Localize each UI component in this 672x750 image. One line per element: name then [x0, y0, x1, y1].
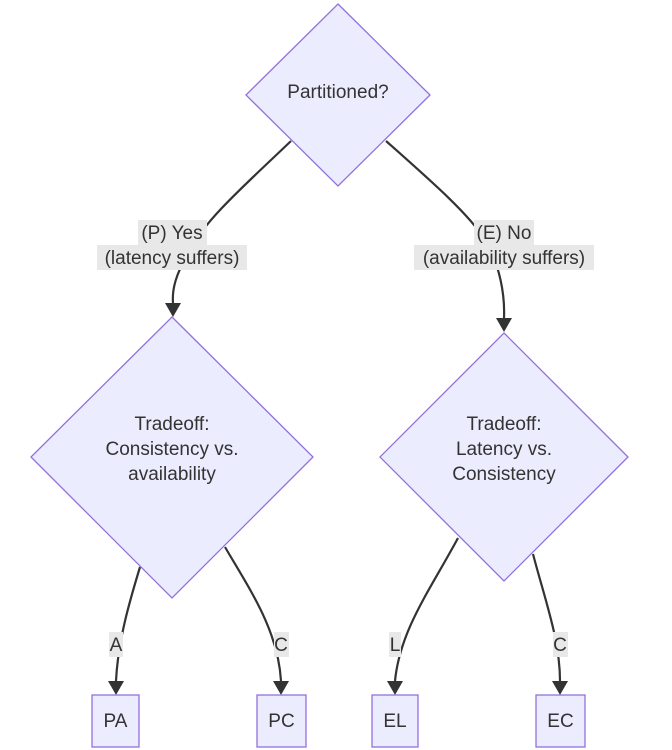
edge-label-bg: [274, 632, 289, 657]
edge-label-bg: [109, 632, 123, 657]
nodes: Partitioned? Tradeoff: Consistency vs. a…: [30, 3, 629, 748]
edge-label-bg: [138, 220, 207, 245]
edge-label-a: A: [109, 632, 123, 657]
edge-label-yes: (P) Yes (latency suffers): [97, 220, 247, 270]
node-el[interactable]: EL: [371, 694, 419, 748]
node-ec[interactable]: EC: [535, 694, 586, 748]
node-label: EL: [383, 711, 406, 732]
edge-label-c-left: C: [274, 632, 289, 657]
node-label: Latency vs.: [456, 439, 552, 460]
edge-label-line: (latency suffers): [105, 248, 240, 269]
edge-label-bg: [553, 632, 568, 657]
edge-labels: (P) Yes (latency suffers) (E) No (availa…: [97, 220, 594, 657]
decision-diamond: [245, 3, 431, 187]
edge-label-c-right: C: [553, 632, 568, 657]
node-label: PA: [104, 711, 128, 732]
node-label: Consistency vs.: [105, 439, 238, 460]
edge-label-bg: [389, 632, 401, 657]
decision-diamond: [379, 332, 629, 582]
edge-label-line: C: [274, 635, 288, 656]
outcome-box: [256, 694, 307, 748]
edge-line: [114, 566, 142, 682]
edge-label-line: (P) Yes: [141, 223, 202, 244]
edge-label-line: C: [553, 635, 567, 656]
outcome-box: [535, 694, 586, 748]
edge-line: [531, 553, 562, 682]
edge-right-tradeoff-to-el: [387, 537, 459, 695]
node-label: Partitioned?: [287, 82, 388, 103]
node-label: Tradeoff:: [135, 414, 210, 435]
edge-label-line: (E) No: [477, 223, 532, 244]
node-label: PC: [268, 711, 294, 732]
node-label: Tradeoff:: [467, 414, 542, 435]
edge-label-line: (availability suffers): [423, 248, 585, 269]
edge-line: [393, 537, 459, 682]
arrow-head: [552, 681, 568, 695]
node-label: Consistency: [452, 464, 556, 485]
decision-diamond: [30, 316, 314, 599]
edge-label-line: A: [110, 635, 123, 656]
node-label: availability: [128, 464, 216, 485]
edge-label-no: (E) No (availability suffers): [414, 220, 594, 270]
outcome-box: [371, 694, 419, 748]
node-pc[interactable]: PC: [256, 694, 307, 748]
arrow-head: [108, 681, 124, 695]
node-tradeoff-consistency-availability[interactable]: Tradeoff: Consistency vs. availability: [30, 316, 314, 599]
edge-label-bg: [97, 245, 247, 270]
edge-line: [224, 546, 283, 682]
edge-label-line: L: [390, 635, 401, 656]
arrow-head: [496, 318, 512, 332]
arrow-head: [273, 681, 289, 695]
edge-label-bg: [474, 220, 534, 245]
edge-label-l: L: [389, 632, 401, 657]
edge-left-tradeoff-to-pa: [108, 566, 142, 695]
node-pa[interactable]: PA: [91, 694, 140, 748]
node-label: EC: [547, 711, 573, 732]
edge-left-tradeoff-to-pc: [224, 546, 289, 695]
arrow-head: [165, 303, 181, 317]
edge-label-bg: [414, 245, 594, 270]
edge-right-tradeoff-to-ec: [531, 553, 568, 695]
node-tradeoff-latency-consistency[interactable]: Tradeoff: Latency vs. Consistency: [379, 332, 629, 582]
arrow-head: [387, 681, 403, 695]
outcome-box: [91, 694, 140, 748]
node-partitioned[interactable]: Partitioned?: [245, 3, 431, 187]
